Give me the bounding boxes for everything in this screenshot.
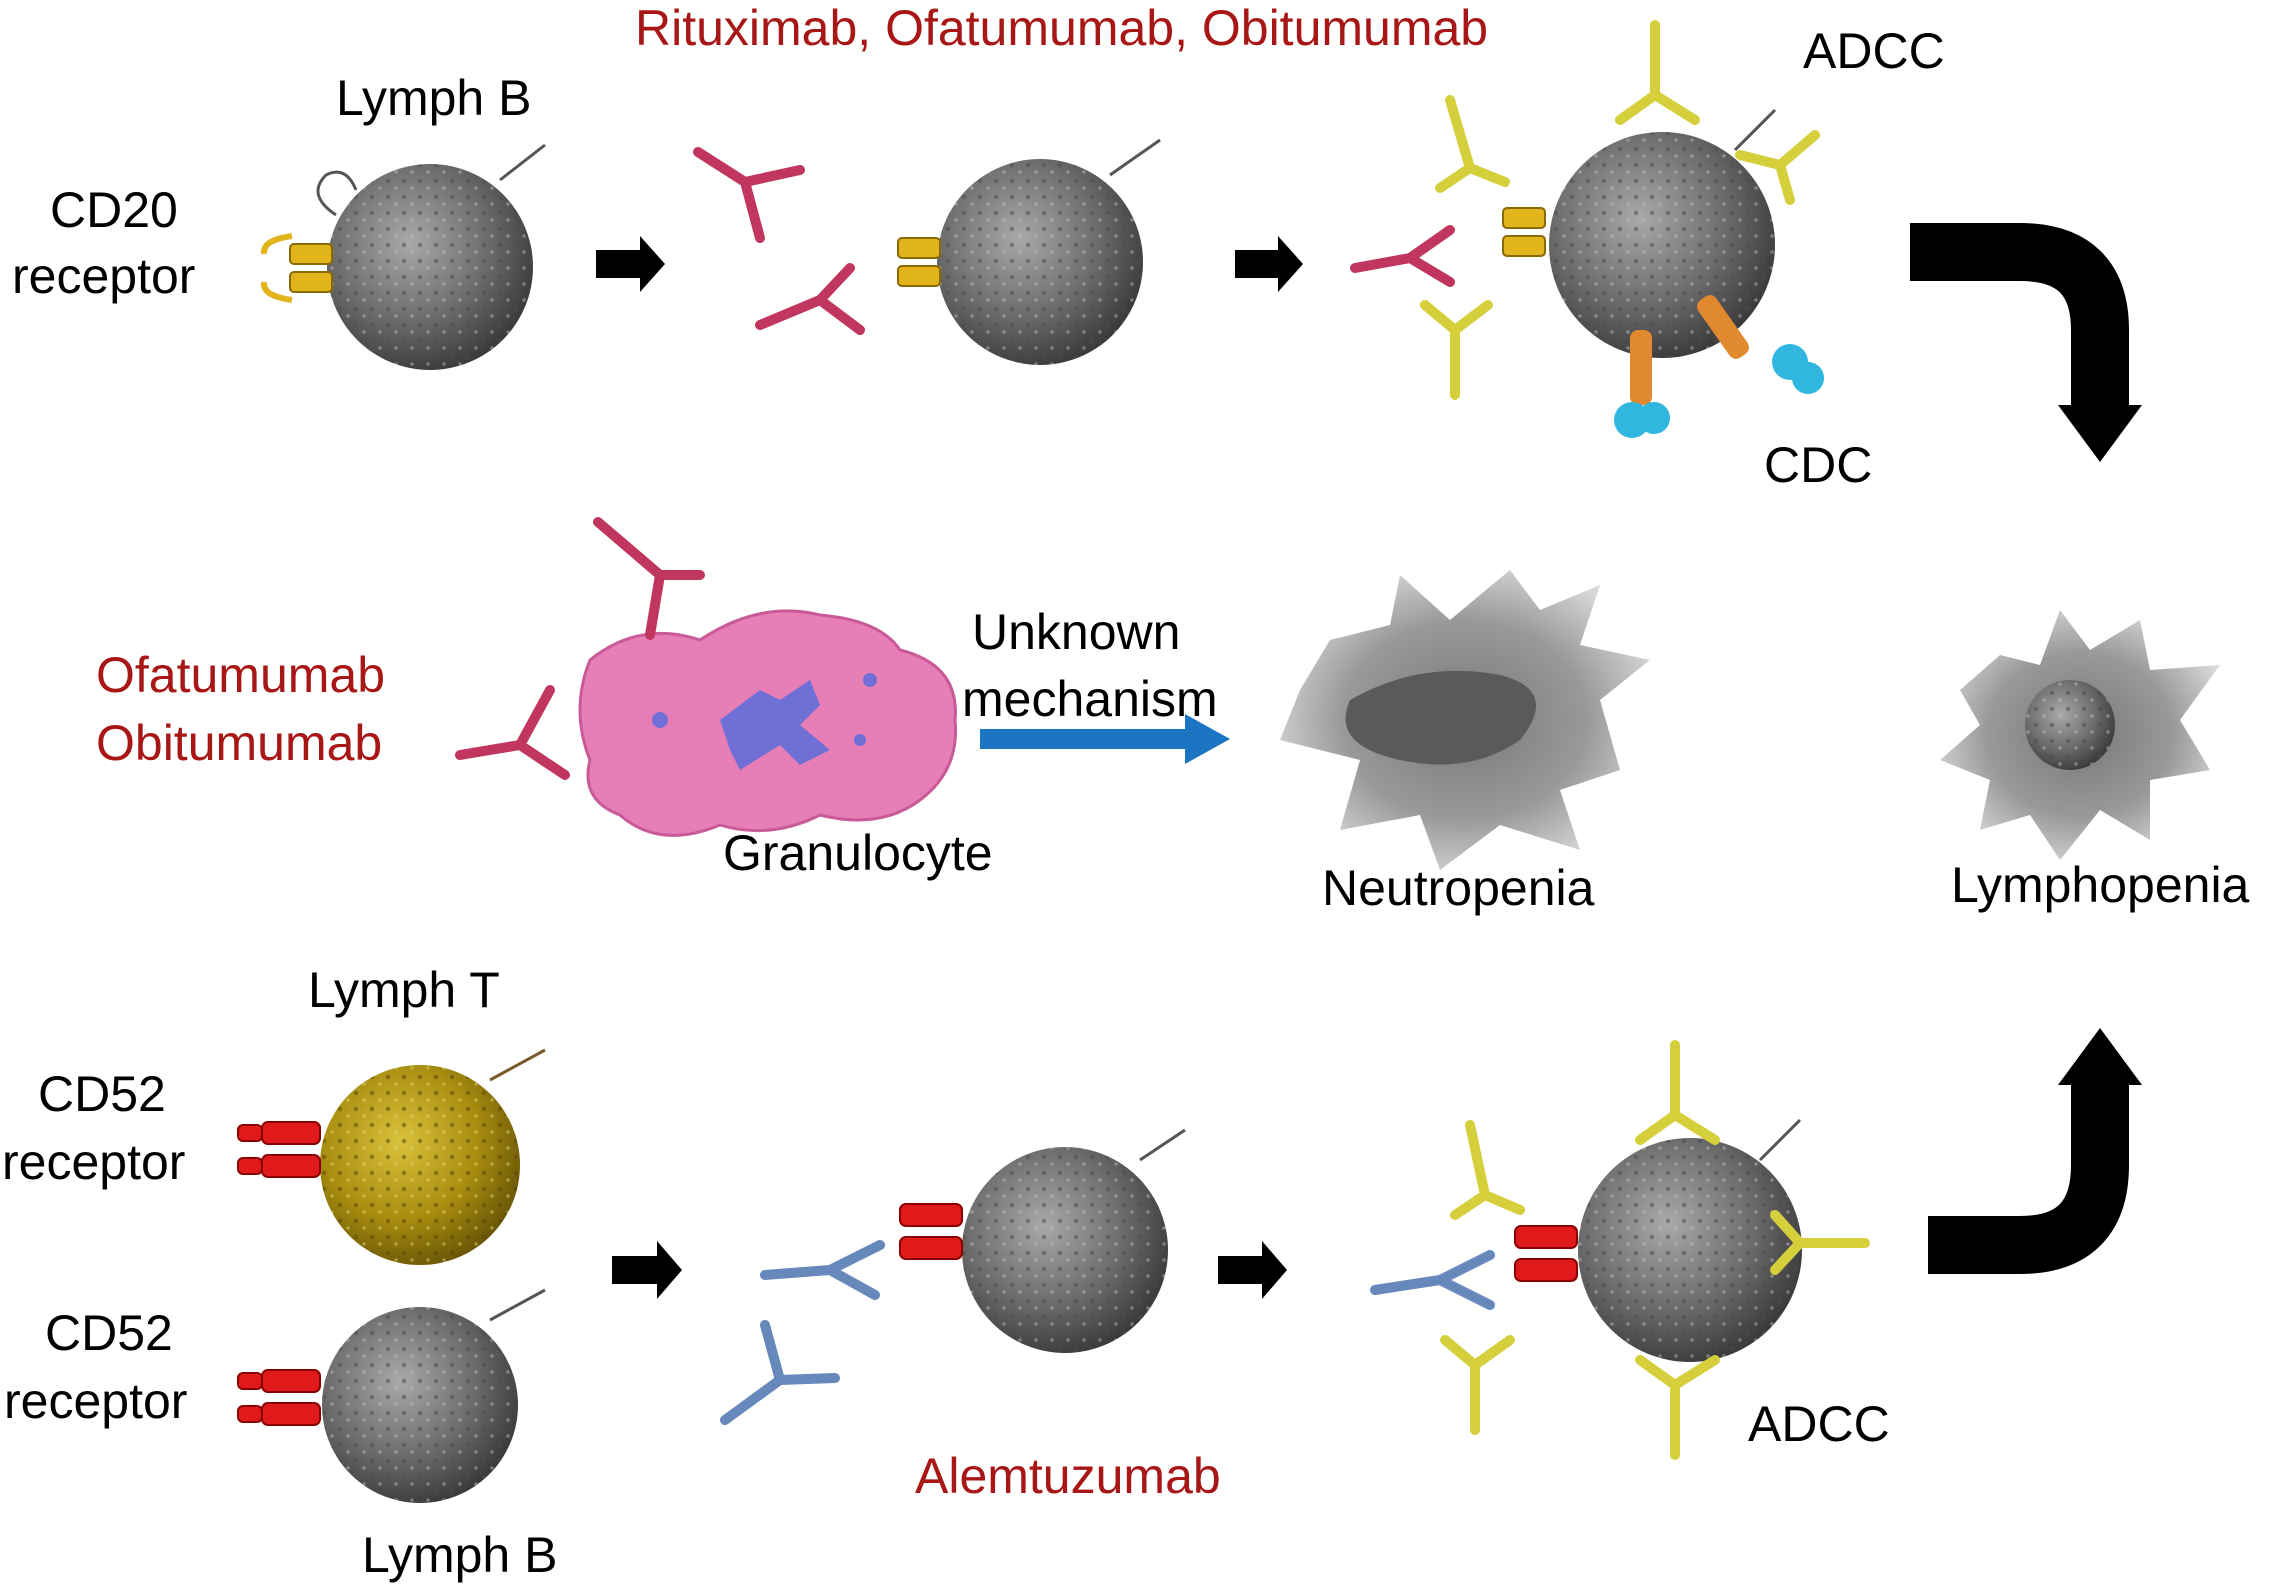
unknown-mechanism-line1: Unknown — [972, 604, 1181, 660]
antibody-granulocyte-2 — [455, 685, 570, 780]
cd52-b-label-line1: CD52 — [45, 1305, 173, 1361]
flow-arrow-top-1 — [596, 236, 665, 292]
lymph-b-cell-adcc-bottom — [1578, 1118, 1802, 1362]
lymph-b-top-label: Lymph B — [336, 70, 532, 126]
cd20-receptor-bound — [1502, 207, 1546, 257]
adcc-bottom-label: ADCC — [1748, 1396, 1890, 1452]
cd52-b-label-line2: receptor — [4, 1373, 188, 1429]
curved-arrow-to-lymphopenia-top — [1910, 223, 2142, 462]
dead-lymphocyte — [1940, 610, 2220, 860]
lymph-b-cell-adcc-top — [1549, 108, 1777, 358]
adcc-top-label: ADCC — [1803, 23, 1945, 79]
unknown-mechanism-arrow — [980, 714, 1230, 764]
cd20-label-line1: CD20 — [50, 182, 178, 238]
obitumumab-label: Obitumumab — [96, 715, 383, 771]
lymphopenia-label: Lymphopenia — [1951, 857, 2250, 913]
ofatumumab-label: Ofatumumab — [96, 647, 386, 703]
anti-cd20-antibody-1 — [693, 147, 805, 243]
alemtuzumab-antibody-2 — [720, 1320, 840, 1425]
alemtuzumab-label: Alemtuzumab — [915, 1448, 1221, 1504]
cd52-receptor-bound — [1514, 1225, 1578, 1282]
top-drugs-label: Rituximab, Ofatumumab, Obitumumab — [635, 0, 1489, 56]
cd20-receptor-mid — [897, 237, 941, 287]
unknown-mechanism-line2: mechanism — [962, 671, 1218, 727]
cd52-t-label-line1: CD52 — [38, 1066, 166, 1122]
neutropenia-label: Neutropenia — [1322, 860, 1595, 916]
lymph-b-bottom-label: Lymph B — [362, 1527, 558, 1583]
alemtuzumab-antibody-bound — [1370, 1250, 1495, 1310]
flow-arrow-bottom-2 — [1218, 1241, 1287, 1299]
curved-arrow-to-lymphopenia-bottom — [1928, 1028, 2142, 1274]
dead-granulocyte — [1280, 570, 1650, 870]
lymph-t-label: Lymph T — [308, 962, 500, 1018]
flow-arrow-top-2 — [1235, 236, 1303, 292]
lymph-b-cell-alemtuzumab — [962, 1128, 1186, 1353]
lymph-b-cell-mid — [937, 138, 1161, 365]
effector-antibodies-top — [1420, 20, 1820, 400]
antibody-granulocyte-1 — [593, 517, 705, 640]
effector-antibodies-bottom — [1440, 1040, 1870, 1460]
cd52-receptor-b — [237, 1369, 321, 1426]
cd52-receptor-t — [237, 1121, 321, 1178]
lymph-b-cell-bottom — [322, 1288, 546, 1503]
flow-arrow-bottom-1 — [612, 1241, 682, 1299]
cd52-t-label-line2: receptor — [2, 1134, 186, 1190]
cd20-receptor-top — [260, 233, 333, 303]
granulocyte-cell — [578, 609, 958, 837]
cdc-label: CDC — [1764, 437, 1873, 493]
lymph-b-cell-top — [316, 143, 546, 370]
complement-c1q — [1614, 295, 1824, 438]
anti-cd20-antibody-bound — [1350, 225, 1455, 287]
granulocyte-label: Granulocyte — [723, 825, 993, 881]
lymph-t-cell — [320, 1048, 546, 1265]
anti-cd20-antibody-2 — [755, 263, 865, 335]
cd52-receptor-mid — [899, 1203, 963, 1260]
alemtuzumab-antibody-1 — [760, 1240, 885, 1300]
cd20-label-line2: receptor — [12, 248, 196, 304]
